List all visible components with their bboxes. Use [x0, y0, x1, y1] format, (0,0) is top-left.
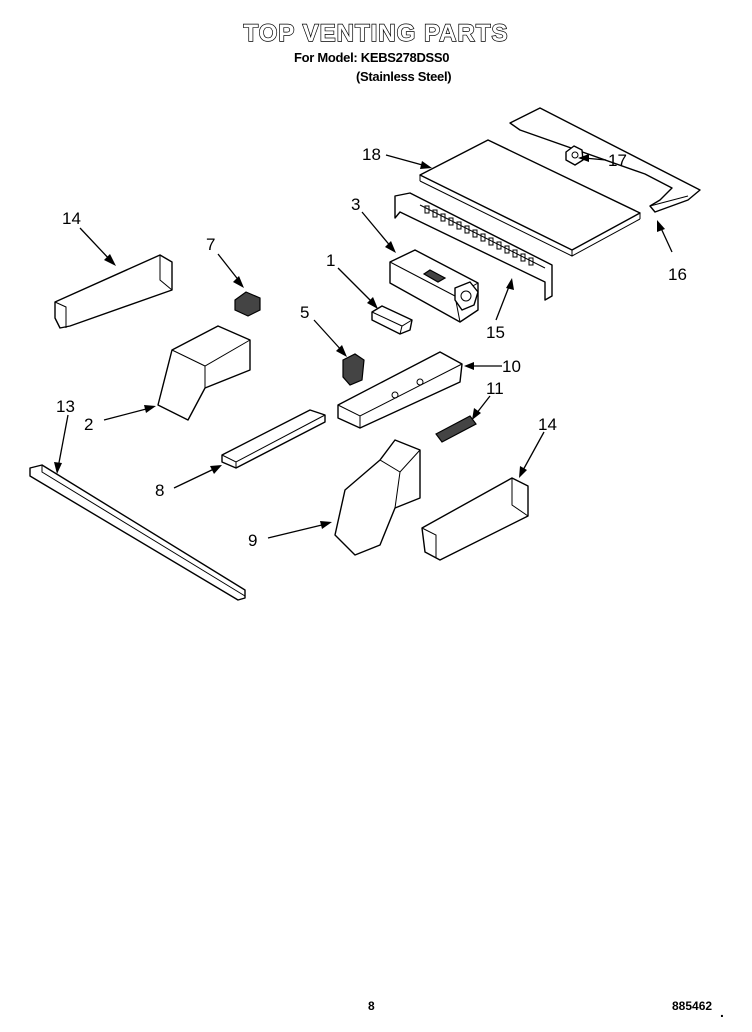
part-14-left-bracket [54, 254, 173, 329]
callout-16: 16 [668, 265, 687, 284]
part-2-duct [157, 325, 251, 421]
part-1 [371, 305, 413, 335]
callout-15: 15 [486, 323, 505, 342]
part-9-lower-duct [334, 439, 421, 556]
part-7 [234, 291, 261, 317]
callout-9: 9 [248, 531, 257, 550]
callout-14-right: 14 [538, 415, 557, 434]
footer-mark: . [720, 1004, 724, 1020]
part-15-vent-bracket [394, 192, 553, 301]
part-10-plate [337, 351, 463, 429]
part-8 [221, 409, 326, 469]
callout-2: 2 [84, 415, 93, 434]
finish-line: (Stainless Steel) [356, 69, 452, 84]
callout-10: 10 [502, 357, 521, 376]
page-title: TOP VENTING PARTS [243, 19, 509, 47]
part-5 [342, 353, 365, 386]
callout-3: 3 [351, 195, 360, 214]
callout-11: 11 [486, 379, 504, 398]
callout-7: 7 [206, 235, 215, 254]
callout-13: 13 [56, 397, 75, 416]
part-14-right-bracket [421, 477, 529, 561]
part-13-rail [29, 464, 246, 601]
page-number: 8 [368, 999, 375, 1013]
callout-1: 1 [326, 251, 335, 270]
callout-5: 5 [300, 303, 309, 322]
part-18-insulation [419, 139, 641, 257]
part-11 [435, 415, 477, 443]
callout-14-left: 14 [62, 209, 81, 228]
model-line: For Model: KEBS278DSS0 [294, 50, 450, 65]
document-code: 885462 [672, 999, 713, 1013]
callout-17: 17 [608, 151, 627, 170]
leader-lines [54, 154, 673, 539]
callout-18: 18 [362, 145, 381, 164]
part-17-clip [565, 145, 584, 166]
part-3-motor-assembly [389, 249, 479, 323]
callout-8: 8 [155, 481, 164, 500]
